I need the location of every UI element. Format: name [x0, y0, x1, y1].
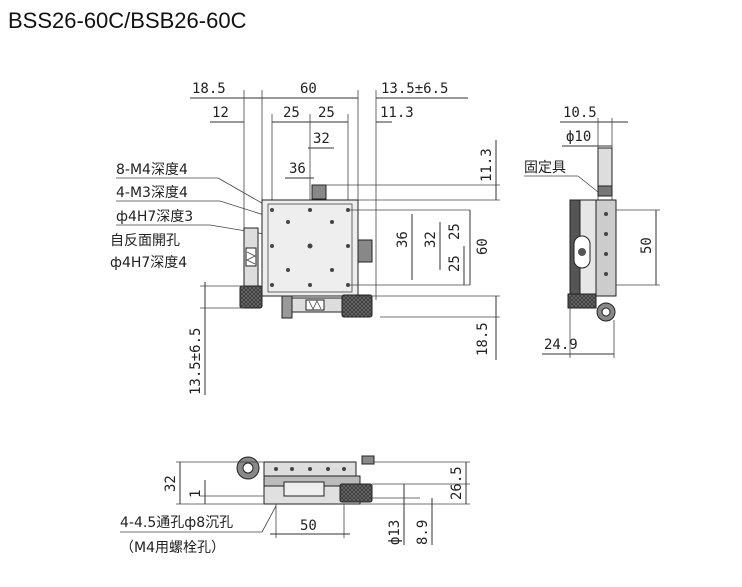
dim-10-5: 10.5 [563, 105, 597, 121]
dim-11-3-right: 11.3 [479, 148, 495, 182]
dim-12: 12 [212, 105, 229, 121]
label-phi-4h7-4: ф4H7深度4 [110, 255, 187, 271]
dim-26-5: 26.5 [449, 466, 465, 500]
dim-11-3-top: 11.3 [380, 105, 414, 121]
dim-25-right-a: 25 [447, 223, 463, 240]
dim-13-5-left: 13.5±6.5 [188, 328, 204, 395]
dim-32-right: 32 [423, 231, 439, 248]
dim-25-b: 25 [318, 105, 335, 121]
dim-1-bottom: 1 [188, 490, 204, 498]
dim-8-9: 8.9 [415, 520, 431, 545]
bottom-view: 32 1 50 ф13 8.9 26.5 4-4.5通孔ф8沉孔 （M4用螺栓孔… [120, 455, 470, 556]
dim-13-5-top: 13.5±6.5 [381, 81, 448, 97]
dim-36-right: 36 [395, 231, 411, 248]
label-phi-4h7-3: ф4H7深度3 [116, 209, 193, 225]
front-view: 18.5 60 13.5±6.5 12 25 25 11.3 32 36 8-M… [110, 81, 500, 395]
label-fixture: 固定具 [524, 160, 566, 176]
dim-50-bottom: 50 [300, 518, 317, 534]
label-8-m4: 8-M4深度4 [116, 162, 188, 178]
dim-32-bottom: 32 [163, 475, 179, 492]
label-through-holes: 4-4.5通孔ф8沉孔 [120, 515, 233, 531]
dim-60-top: 60 [300, 81, 317, 97]
dim-32-top: 32 [313, 131, 330, 147]
label-4-m3: 4-M3深度4 [116, 185, 188, 201]
dim-18-5-top: 18.5 [192, 81, 226, 97]
dim-50-side: 50 [639, 237, 655, 254]
label-back-hole: 自反面開孔 [110, 233, 180, 249]
dim-25-a: 25 [283, 105, 300, 121]
side-view: 10.5 ф10 固定具 50 24.9 [524, 105, 660, 358]
dim-18-5-right: 18.5 [475, 322, 491, 356]
label-bolt-holes: （M4用螺栓孔） [120, 540, 225, 556]
dim-36-top: 36 [289, 161, 306, 177]
dim-25-right-b: 25 [447, 255, 463, 272]
dim-24-9: 24.9 [544, 337, 578, 353]
dim-60-right: 60 [475, 238, 491, 255]
drawing-title: BSS26-60C/BSB26-60C [8, 8, 247, 33]
dim-phi-10: ф10 [566, 129, 591, 145]
dim-phi-13: ф13 [387, 520, 403, 545]
